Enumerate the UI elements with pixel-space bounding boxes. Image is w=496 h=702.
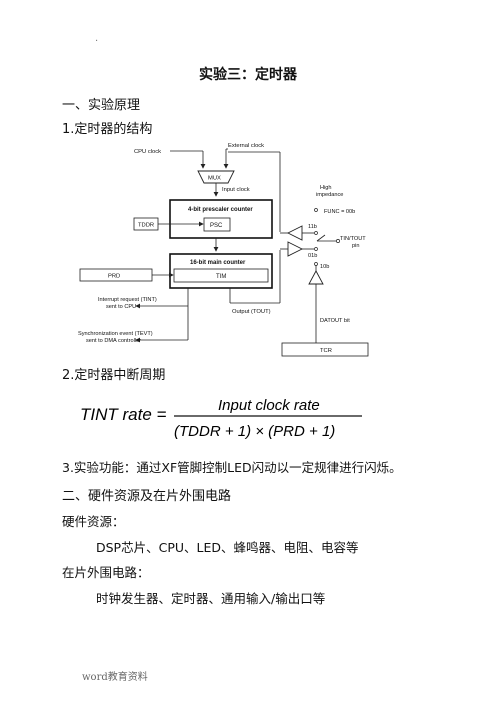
footer-text: word教育资料	[82, 672, 148, 683]
cpu-clock-label: CPU clock	[134, 149, 161, 155]
hardware-resources-label: 硬件资源：	[62, 514, 125, 529]
sync-event-label-1: Synchronization event (TEVT)	[78, 331, 153, 337]
output-tout-label: Output (TOUT)	[232, 309, 271, 315]
psc-register	[203, 217, 231, 232]
main-counter-label: 16-bit main counter	[190, 260, 246, 266]
high-label-2: impedance	[316, 192, 343, 198]
interrupt-request-label-2: sent to CPU	[106, 304, 136, 310]
b10-label: 10b	[320, 264, 329, 270]
b01-label: 01b	[308, 253, 317, 259]
b11-label: 11b	[308, 224, 317, 230]
peripheral-circuits-label: 在片外围电路：	[62, 565, 150, 580]
tint-rate-formula: TINT rate = Input clock rate (TDDR + 1) …	[80, 397, 362, 440]
experiment-function: 3.实验功能：通过XF管脚控制LED闪动以一定规律进行闪烁。	[62, 460, 402, 475]
timer-structure-diagram: CPU clock External clock MUX Input clock…	[78, 143, 369, 357]
switch-node-01	[314, 247, 318, 251]
output-buffer	[287, 241, 304, 257]
high-label-1: High	[320, 185, 332, 191]
formula-lhs: TINT rate =	[80, 405, 167, 424]
header-dot: ·	[95, 36, 99, 47]
tddr-label: TDDR	[138, 223, 154, 229]
tin-tout-label-2: pin	[352, 243, 359, 249]
section-heading-principle: 一、实验原理	[62, 98, 141, 113]
switch-lever	[316, 234, 326, 242]
tim-register	[173, 268, 269, 283]
peripheral-circuits-list: 时钟发生器、定时器、通用输入/输出口等	[96, 591, 326, 606]
subheading-interrupt-period: 2.定时器中断周期	[62, 368, 166, 383]
interrupt-request-label-1: Interrupt request (TINT)	[98, 297, 157, 303]
formula-numerator: Input clock rate	[218, 397, 320, 414]
mux-label: MUX	[208, 176, 221, 182]
hardware-resources-list: DSP芯片、CPU、LED、蜂鸣器、电阻、电容等	[96, 540, 359, 555]
switch-node-hiz	[314, 208, 318, 212]
func-label: FUNC = 00b	[324, 209, 355, 215]
datout-buffer	[308, 270, 324, 285]
input-buffer	[286, 225, 303, 241]
section-heading-hardware: 二、硬件资源及在片外围电路	[62, 489, 232, 504]
switch-node-11	[314, 231, 318, 235]
prd-label: PRD	[108, 274, 120, 280]
formula-denominator: (TDDR + 1) × (PRD + 1)	[174, 423, 335, 440]
tin-tout-label-1: TIN/TOUT	[340, 236, 366, 242]
sync-event-label-2: sent to DMA controller	[86, 338, 141, 344]
tcr-label: TCR	[320, 348, 332, 354]
tim-label: TIM	[216, 274, 226, 280]
tin-tout-pin	[336, 239, 340, 243]
external-clock-label: External clock	[228, 143, 264, 149]
prescaler-label: 4-bit prescaler counter	[188, 207, 253, 213]
input-clock-label: Input clock	[222, 187, 250, 193]
mux-block	[197, 170, 235, 184]
subheading-timer-structure: 1.定时器的结构	[62, 122, 153, 137]
datout-label: DATOUT bit	[320, 318, 350, 324]
tcr-register	[281, 342, 369, 357]
document-title: 实验三：定时器	[199, 67, 297, 83]
psc-label: PSC	[210, 223, 223, 229]
